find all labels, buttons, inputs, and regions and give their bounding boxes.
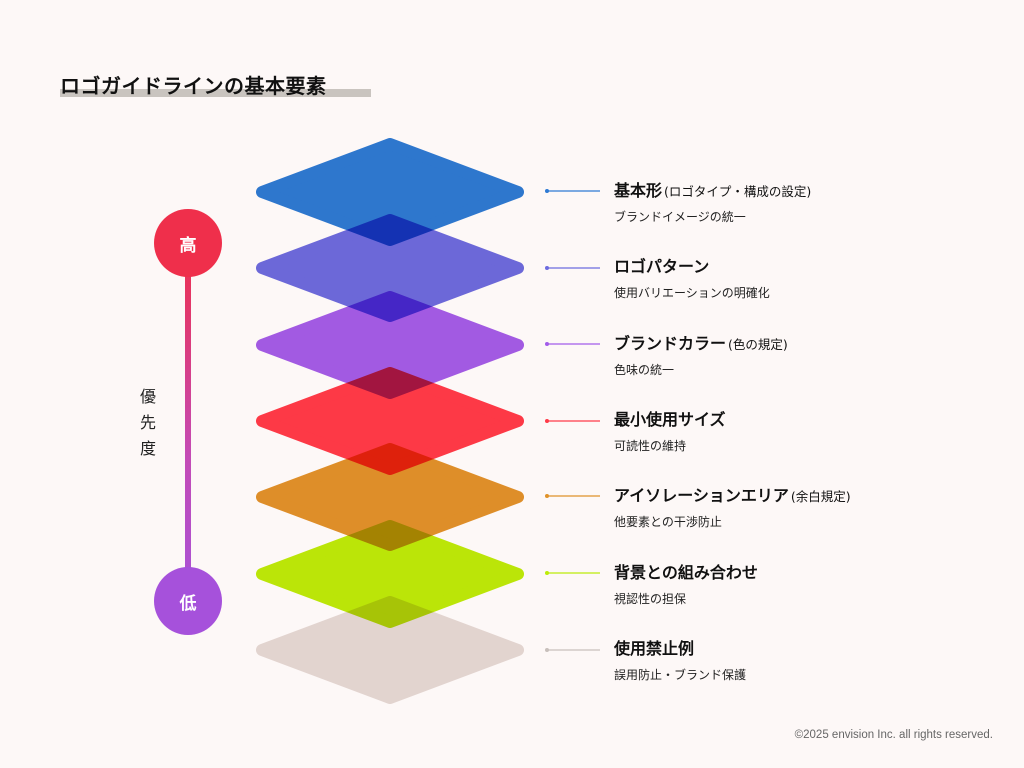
layer-title: アイソレーションエリア xyxy=(614,486,789,505)
connector-4 xyxy=(545,419,600,423)
high-label: 高 xyxy=(179,235,197,256)
layer-subtitle: 視認性の担保 xyxy=(614,592,687,606)
layer-subtitle: 使用バリエーションの明確化 xyxy=(614,286,770,300)
connector-1 xyxy=(545,189,600,193)
axis-char: 度 xyxy=(139,439,156,458)
axis-char: 優 xyxy=(139,387,156,406)
connector-2 xyxy=(545,266,600,270)
page-title-block: ロゴガイドラインの基本要素 xyxy=(60,70,371,99)
layer-title: 使用禁止例 xyxy=(614,639,695,658)
layer-subtitle: 誤用防止・ブランド保護 xyxy=(614,668,747,682)
priority-axis-label: 優 先 度 xyxy=(138,384,158,462)
layer-title: ロゴパターン xyxy=(614,257,710,276)
layer-title: ブランドカラー xyxy=(614,334,727,353)
layer-label-2: ロゴパターン 使用バリエーションの明確化 xyxy=(614,257,770,301)
title-highlight xyxy=(60,89,371,97)
layer-note: (ロゴタイプ・構成の設定) xyxy=(664,184,812,199)
connector-5 xyxy=(545,494,600,498)
layer-diamond-7 xyxy=(256,596,524,704)
layer-title: 最小使用サイズ xyxy=(614,410,726,429)
copyright-text: ©2025 envision Inc. all rights reserved. xyxy=(794,729,993,741)
low-label: 低 xyxy=(179,593,197,614)
connector-6 xyxy=(545,571,600,575)
layer-title: 背景との組み合わせ xyxy=(614,563,758,582)
layer-label-6: 背景との組み合わせ 視認性の担保 xyxy=(614,563,760,607)
connector-3 xyxy=(545,342,600,346)
axis-char: 先 xyxy=(139,413,156,432)
layer-subtitle: 可読性の維持 xyxy=(614,439,687,453)
layer-note: (色の規定) xyxy=(728,337,788,352)
connector-7 xyxy=(545,648,600,652)
layer-title: 基本形 xyxy=(614,181,663,200)
layer-subtitle: ブランドイメージの統一 xyxy=(614,210,746,224)
layer-label-7: 使用禁止例 誤用防止・ブランド保護 xyxy=(614,639,746,683)
priority-high-badge: 高 xyxy=(154,209,222,277)
priority-scale-bar xyxy=(185,243,191,601)
layer-subtitle: 他要素との干渉防止 xyxy=(614,515,722,529)
layer-note: (余白規定) xyxy=(790,489,851,504)
layer-label-1: 基本形(ロゴタイプ・構成の設定) ブランドイメージの統一 xyxy=(614,181,811,225)
layer-subtitle: 色味の統一 xyxy=(614,363,675,377)
page-title: ロゴガイドラインの基本要素 xyxy=(60,74,327,98)
layer-label-4: 最小使用サイズ 可読性の維持 xyxy=(614,410,728,454)
layer-label-5: アイソレーションエリア(余白規定) 他要素との干渉防止 xyxy=(614,486,851,530)
priority-low-badge: 低 xyxy=(154,567,222,635)
layer-label-3: ブランドカラー(色の規定) 色味の統一 xyxy=(614,334,788,378)
